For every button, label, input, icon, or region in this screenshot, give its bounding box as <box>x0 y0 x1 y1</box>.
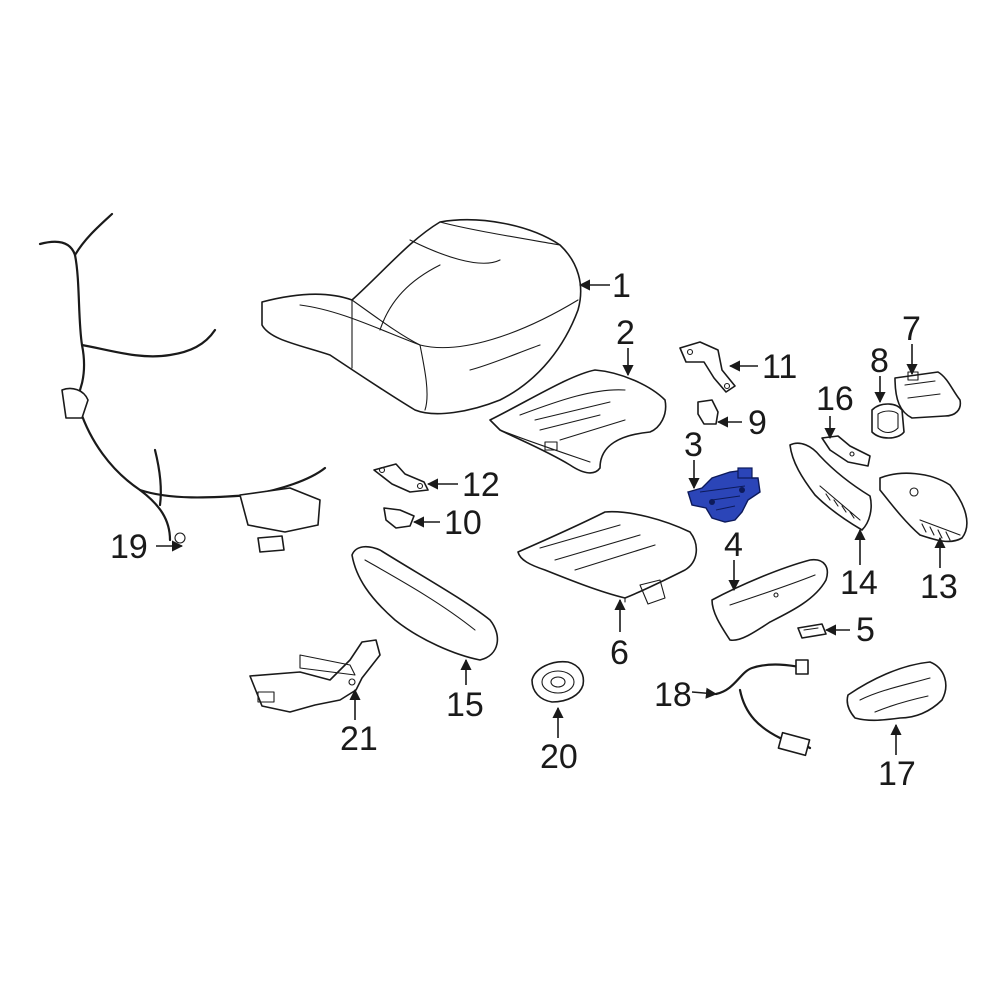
callout-13: 13 <box>920 568 958 606</box>
callout-8: 8 <box>870 342 889 380</box>
part-12-bracket[interactable] <box>373 463 429 493</box>
part-14-inner-shield[interactable] <box>789 442 872 531</box>
callout-1: 1 <box>612 267 631 305</box>
part-20-sensor[interactable] <box>531 660 585 703</box>
callout-15: 15 <box>446 686 484 724</box>
part-6-seat-pan[interactable] <box>517 510 698 605</box>
part-9-bracket[interactable] <box>697 399 719 425</box>
part-17-recliner-cover[interactable] <box>846 661 947 722</box>
callout-6: 6 <box>610 634 629 672</box>
callout-21: 21 <box>340 720 378 758</box>
callout-9: 9 <box>748 404 767 442</box>
callout-11: 11 <box>762 348 797 386</box>
callout-labels: 1 2 3 4 5 6 7 8 9 10 11 12 13 14 15 16 1… <box>110 267 958 793</box>
callout-14: 14 <box>840 564 878 602</box>
part-11-bracket[interactable] <box>679 341 736 393</box>
part-5-clip[interactable] <box>797 623 827 639</box>
callout-4: 4 <box>724 526 743 564</box>
part-4-pad[interactable] <box>711 558 829 642</box>
part-15-side-trim[interactable] <box>351 545 499 661</box>
callout-18: 18 <box>654 676 692 714</box>
part-10-bracket[interactable] <box>383 507 415 529</box>
callout-20: 20 <box>540 738 578 776</box>
callout-19: 19 <box>110 528 148 566</box>
part-21-bracket-assembly[interactable] <box>249 639 381 713</box>
callout-12: 12 <box>462 466 500 504</box>
part-18-harness[interactable] <box>714 659 812 757</box>
callout-10: 10 <box>444 504 482 542</box>
part-16-bracket[interactable] <box>821 435 871 467</box>
callout-17: 17 <box>878 755 916 793</box>
part-3-highlighted-adjuster[interactable] <box>687 467 761 523</box>
callout-5: 5 <box>856 611 875 649</box>
callout-16: 16 <box>816 380 854 418</box>
part-13-side-shield[interactable] <box>879 472 968 543</box>
part-2-cushion-frame[interactable] <box>489 369 667 474</box>
callout-3: 3 <box>684 426 703 464</box>
part-19-wire-harness[interactable] <box>38 212 327 553</box>
part-8-knob[interactable] <box>871 403 905 439</box>
leader-lines <box>156 279 946 755</box>
part-1-seat-cushion[interactable] <box>261 219 582 415</box>
callout-2: 2 <box>616 314 635 352</box>
part-7-motor[interactable] <box>894 371 962 419</box>
callout-7: 7 <box>902 310 921 348</box>
